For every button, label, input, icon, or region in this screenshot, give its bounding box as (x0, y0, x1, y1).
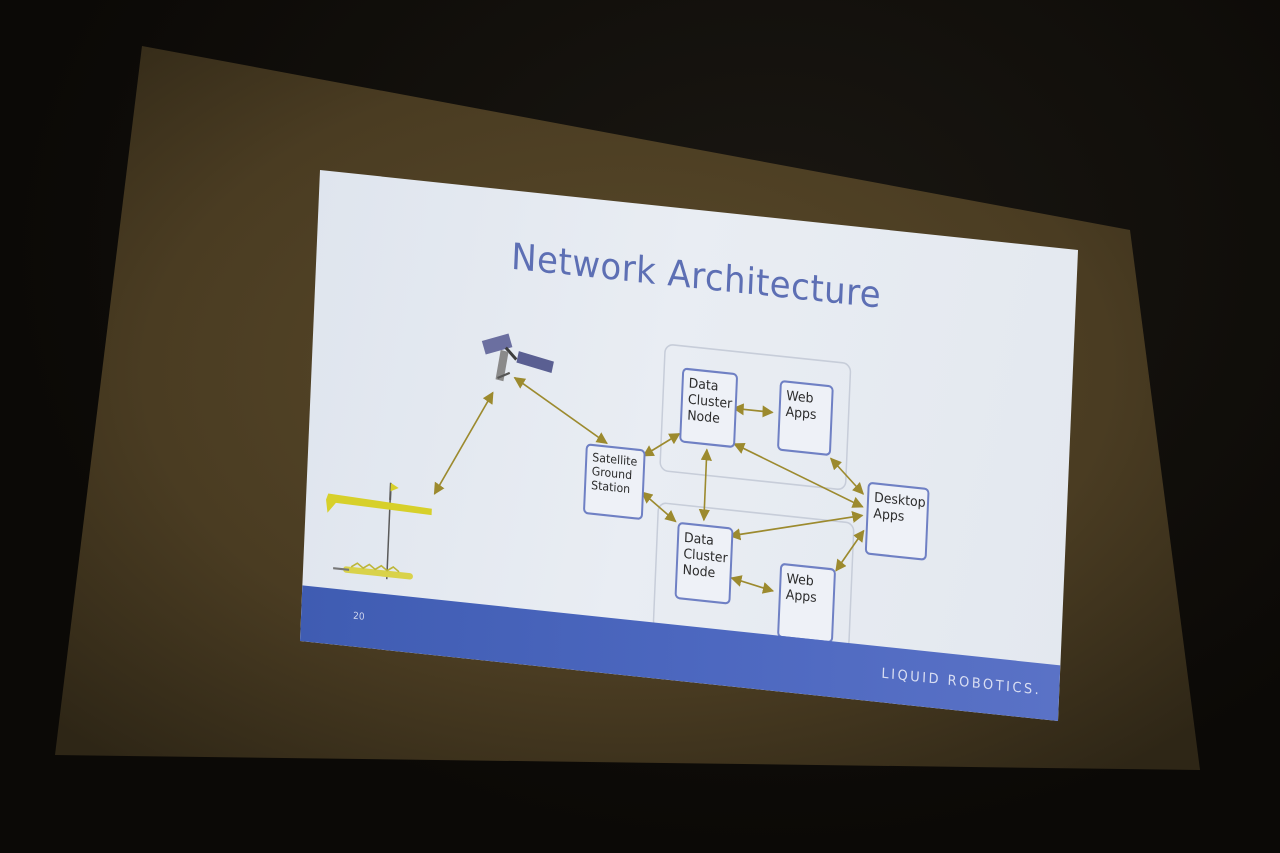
link-cluster-cluster (704, 450, 707, 521)
link-cluster-top-desktop (732, 444, 865, 507)
node-web-apps-top: Web Apps (777, 380, 834, 456)
link-cluster-web-top (734, 408, 773, 412)
link-cluster-bottom-desktop (730, 502, 862, 550)
link-cluster-web-bottom (731, 578, 773, 591)
node-satellite-ground-station: Satellite Ground Station (583, 443, 646, 520)
link-web-bottom-desktop (836, 528, 864, 574)
node-data-cluster-bottom: Data Cluster Node (674, 522, 733, 605)
node-web-apps-bottom: Web Apps (777, 563, 836, 644)
node-data-cluster-top: Data Cluster Node (679, 367, 738, 448)
brand-logo-text: LIQUID ROBOTICS. (881, 666, 1042, 699)
wave-glider-icon (323, 476, 433, 584)
link-satellite-ground (512, 378, 609, 444)
link-ground-cluster-bottom (641, 492, 677, 521)
slide-page-number: 20 (353, 611, 365, 623)
node-desktop-apps: Desktop Apps (865, 482, 930, 561)
link-glider-satellite (434, 387, 492, 500)
satellite-icon (480, 331, 555, 387)
presentation-slide: Network Architecture (300, 170, 1078, 721)
